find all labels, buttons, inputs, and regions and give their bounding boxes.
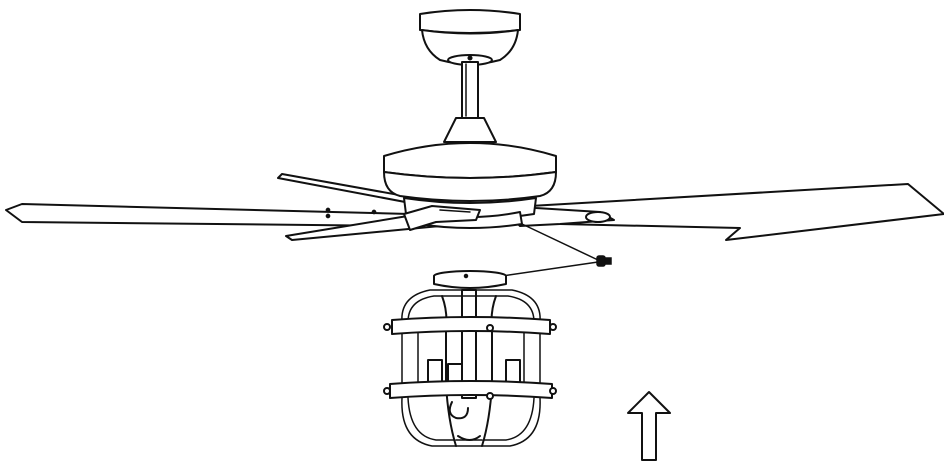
up-arrow-icon — [627, 391, 671, 461]
cage-light-icon — [383, 289, 557, 447]
downrod-icon — [443, 61, 497, 143]
screw-icon — [596, 255, 612, 267]
alignment-guide-lines — [501, 223, 599, 277]
light-kit-plate-icon — [433, 270, 507, 289]
canopy-icon — [419, 9, 521, 66]
motor-housing-icon — [383, 142, 557, 231]
